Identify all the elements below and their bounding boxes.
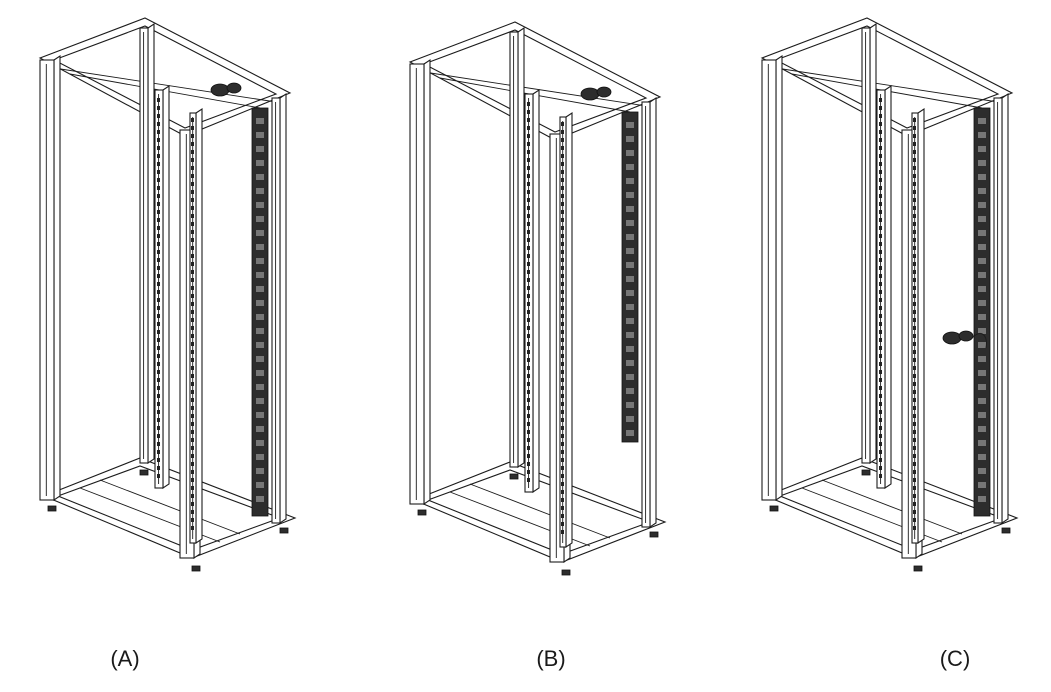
power-connector: [210, 83, 230, 97]
foot-3: [279, 527, 289, 534]
foot-1: [913, 565, 923, 572]
front-left-post-side: [423, 58, 431, 506]
front-left-post: [409, 63, 425, 505]
front-left-post-side: [775, 54, 783, 502]
foot-2: [509, 473, 519, 480]
foot-2: [861, 469, 871, 476]
power-connector-2: [226, 82, 242, 94]
front-right-rail-holes: [913, 118, 916, 530]
front-right-rail-side: [917, 107, 925, 545]
top-crossbar: [775, 67, 999, 103]
bottom-rail-1: [99, 479, 241, 535]
power-connector: [942, 331, 962, 345]
rack-c: [760, 17, 1019, 572]
rear-right-post-side: [1001, 92, 1009, 525]
rear-right-post-side: [279, 92, 287, 525]
front-right-rail-holes: [191, 118, 194, 530]
front-left-post: [761, 59, 777, 501]
foot-3: [1001, 527, 1011, 534]
top-crossbar: [423, 71, 647, 107]
pdu-outlets: [626, 122, 634, 436]
caption-c: (C): [939, 646, 971, 671]
front-right-rail-side: [195, 107, 203, 545]
bottom-rail-1: [469, 483, 611, 539]
pdu-outlets: [256, 118, 264, 502]
top-crossbar: [53, 67, 277, 103]
front-left-rail-side: [532, 88, 540, 494]
rack-b: [408, 21, 667, 576]
foot-3: [649, 531, 659, 538]
rear-left-post-side: [869, 22, 877, 465]
foot-2: [139, 469, 149, 476]
front-left-rail-side: [884, 84, 892, 490]
front-left-rail-holes: [157, 98, 160, 478]
rear-left-post-side: [517, 26, 525, 469]
power-connector-2: [596, 86, 612, 98]
front-left-rail-side: [162, 84, 170, 490]
foot-1: [561, 569, 571, 576]
front-right-rail-side: [565, 111, 573, 549]
front-left-post-side: [53, 54, 61, 502]
bottom-rail-1: [821, 479, 963, 535]
front-left-post: [39, 59, 55, 501]
power-connector-2: [958, 330, 974, 342]
pdu-outlets: [978, 118, 986, 502]
front-left-rail-holes: [879, 98, 882, 478]
rear-left-post-side: [147, 22, 155, 465]
caption-a: (A): [110, 646, 140, 671]
foot-0: [769, 505, 779, 512]
rack-a: [38, 17, 297, 572]
foot-0: [417, 509, 427, 516]
foot-1: [191, 565, 201, 572]
power-cable: [971, 333, 987, 349]
rear-right-post-side: [649, 96, 657, 529]
front-right-rail-holes: [561, 122, 564, 534]
foot-0: [47, 505, 57, 512]
front-left-rail-holes: [527, 102, 530, 482]
caption-b: (B): [536, 646, 566, 671]
power-connector: [580, 87, 600, 101]
